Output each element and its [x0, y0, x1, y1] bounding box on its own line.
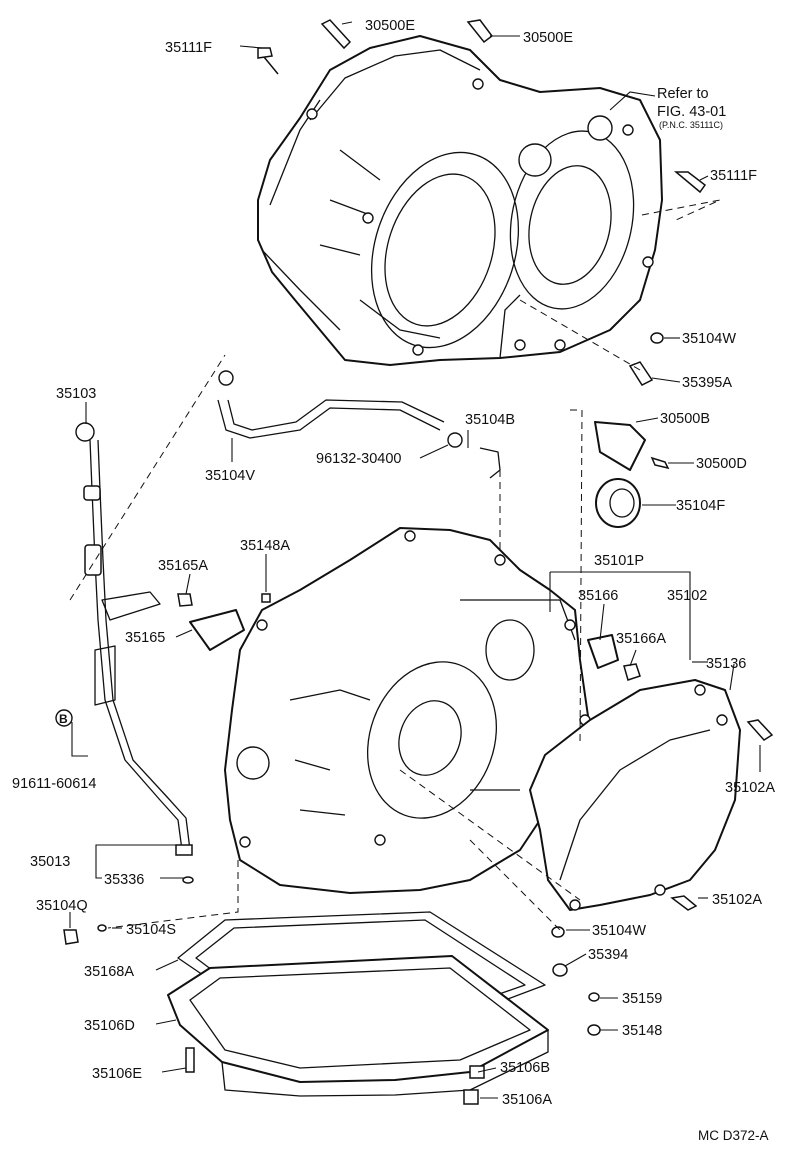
assembly-lines: [69, 199, 721, 931]
breather-hose: [217, 370, 463, 448]
transmission-case-cover: [529, 679, 741, 911]
callout-35104B: 35104B: [465, 412, 515, 428]
callout-30500E-top-right: 30500E: [523, 30, 573, 46]
ref-note-line2: FIG. 43-01: [657, 104, 726, 120]
ref-note-line1: Refer to: [657, 86, 709, 102]
callout-35106E: 35106E: [92, 1066, 142, 1082]
callout-96132-30400: 96132-30400: [316, 451, 401, 467]
callout-35394: 35394: [588, 947, 628, 963]
callout-35104W-upper: 35104W: [682, 331, 736, 347]
callout-35013: 35013: [30, 854, 70, 870]
callout-35168A: 35168A: [84, 964, 134, 980]
callout-35104F: 35104F: [676, 498, 725, 514]
callout-35102A-lower: 35102A: [712, 892, 762, 908]
callout-35136: 35136: [706, 656, 746, 672]
oil-pan: [167, 955, 549, 1097]
leader-lines: [69, 21, 761, 1099]
dipstick-tube: [75, 422, 193, 856]
callout-35104Q: 35104Q: [36, 898, 88, 914]
callout-30500E-top-left: 30500E: [365, 18, 415, 34]
small-parts: [189, 421, 646, 669]
callout-B-marker-circle: [55, 709, 73, 727]
callout-35103: 35103: [56, 386, 96, 402]
callout-35104S: 35104S: [126, 922, 176, 938]
callout-B-marker: B: [59, 712, 68, 726]
callout-35106D: 35106D: [84, 1018, 135, 1034]
callout-91611-60614: 91611-60614: [12, 776, 96, 792]
callout-labels: 30500E 30500E 35111F 35111F 35104W 35395…: [12, 18, 775, 1108]
callout-35395A: 35395A: [682, 375, 732, 391]
callout-35111F-top-left: 35111F: [165, 40, 212, 56]
callout-35159: 35159: [622, 991, 662, 1007]
callout-30500D: 30500D: [696, 456, 747, 472]
callout-35165: 35165: [125, 630, 165, 646]
callout-35165A: 35165A: [158, 558, 208, 574]
callout-35336: 35336: [104, 872, 144, 888]
callout-35102: 35102: [667, 588, 707, 604]
reference-note: Refer to FIG. 43-01 (P.N.C. 35111C): [609, 86, 726, 130]
figure-code: MC D372-A: [698, 1128, 769, 1143]
callout-35148: 35148: [622, 1023, 662, 1039]
callout-35104W-lower: 35104W: [592, 923, 646, 939]
callout-35166: 35166: [578, 588, 618, 604]
callout-35148A: 35148A: [240, 538, 290, 554]
ref-note-line3: (P.N.C. 35111C): [659, 120, 723, 130]
callout-35104V: 35104V: [205, 468, 255, 484]
callout-35106B: 35106B: [500, 1060, 550, 1076]
transaxle-housing-upper: [257, 35, 663, 366]
callout-35111F-right: 35111F: [710, 168, 757, 184]
transaxle-case-lower: [224, 527, 591, 894]
callout-35106A: 35106A: [502, 1092, 552, 1108]
callout-35101P: 35101P: [594, 553, 644, 569]
callout-30500B: 30500B: [660, 411, 710, 427]
callout-35166A: 35166A: [616, 631, 666, 647]
callout-35102A-upper: 35102A: [725, 780, 775, 796]
